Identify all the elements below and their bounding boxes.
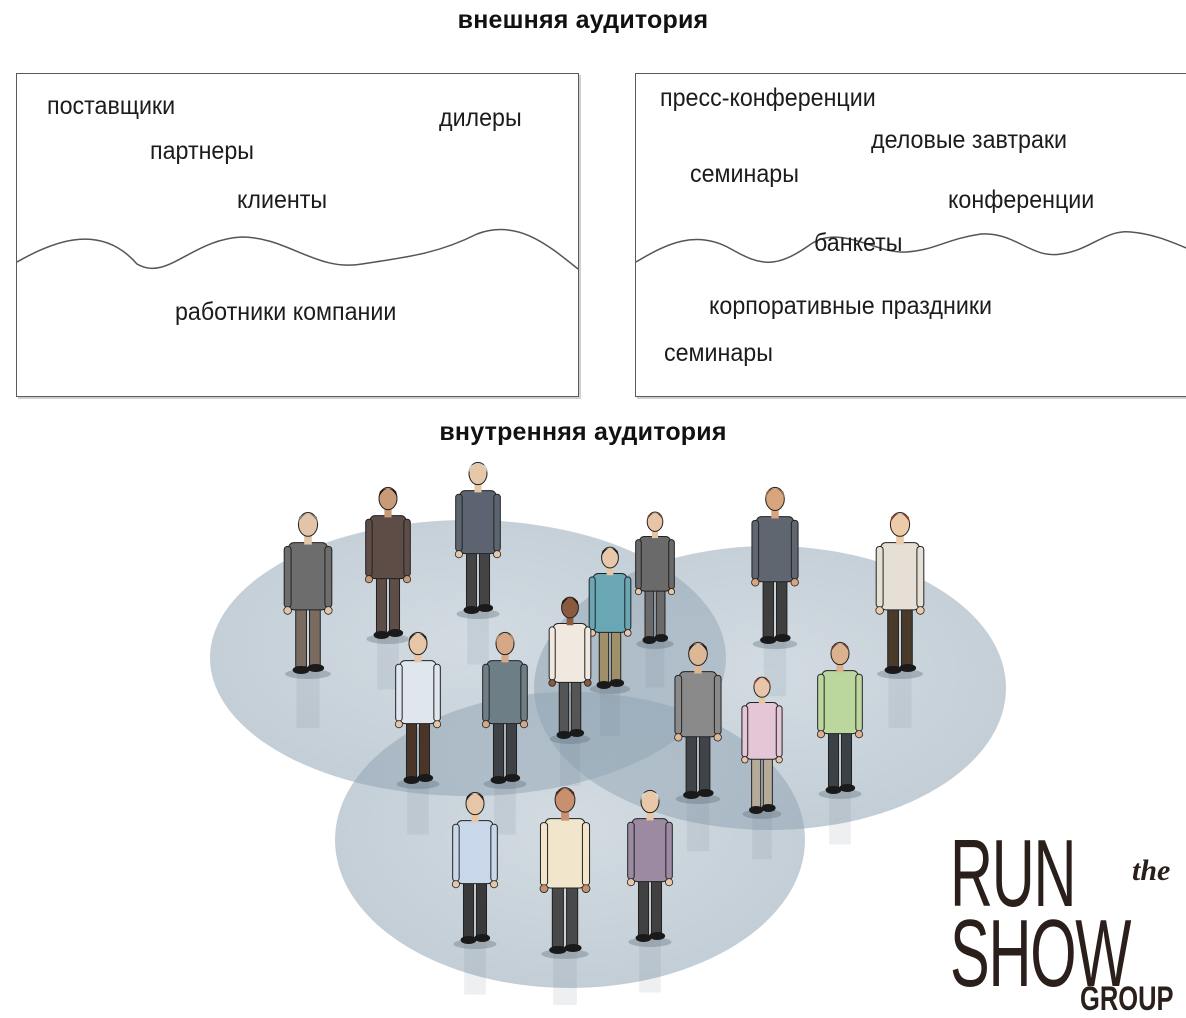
events-panel: пресс-конференции деловые завтраки семин…: [635, 73, 1186, 397]
person-figure: [875, 511, 925, 728]
label-seminars-internal: семинары: [664, 339, 773, 367]
people: [283, 461, 925, 1005]
person-figure: [548, 596, 592, 786]
person-figure: [634, 511, 676, 688]
label-corporate-holidays: корпоративные праздники: [709, 292, 992, 320]
label-banquets: банкеты: [814, 229, 903, 257]
person-figure: [626, 789, 674, 993]
person-figure: [364, 486, 412, 690]
people-groups-illustration: [210, 461, 1006, 1005]
person-figure: [674, 641, 722, 852]
person-figure: [741, 676, 783, 860]
label-dealers: дилеры: [439, 104, 522, 132]
person-figure: [481, 631, 529, 835]
label-clients: клиенты: [237, 186, 328, 214]
boundary-wave: [636, 231, 1186, 263]
person-figure: [454, 461, 502, 665]
audience-panel: поставщики дилеры партнеры клиенты работ…: [16, 73, 579, 397]
label-employees: работники компании: [175, 298, 397, 326]
person-figure: [283, 511, 333, 728]
label-business-breakfasts: деловые завтраки: [871, 126, 1068, 154]
boundary-wave: [17, 228, 578, 270]
label-conferences: конференции: [948, 186, 1095, 214]
person-figure: [539, 787, 591, 1005]
label-seminars-external: семинары: [690, 160, 799, 188]
person-figure: [394, 631, 442, 835]
person-figure: [751, 486, 799, 697]
person-figure: [588, 546, 632, 736]
run-the-show-group-logo: RUN the SHOW GROUP: [950, 820, 1174, 1018]
person-figure: [816, 641, 864, 845]
label-partners: партнеры: [150, 137, 255, 165]
external-audience-heading: внешняя аудитория: [457, 6, 709, 34]
internal-audience-heading: внутренняя аудитория: [439, 418, 727, 446]
label-press-conferences: пресс-конференции: [660, 84, 876, 112]
person-figure: [451, 791, 499, 995]
label-suppliers: поставщики: [47, 92, 176, 120]
